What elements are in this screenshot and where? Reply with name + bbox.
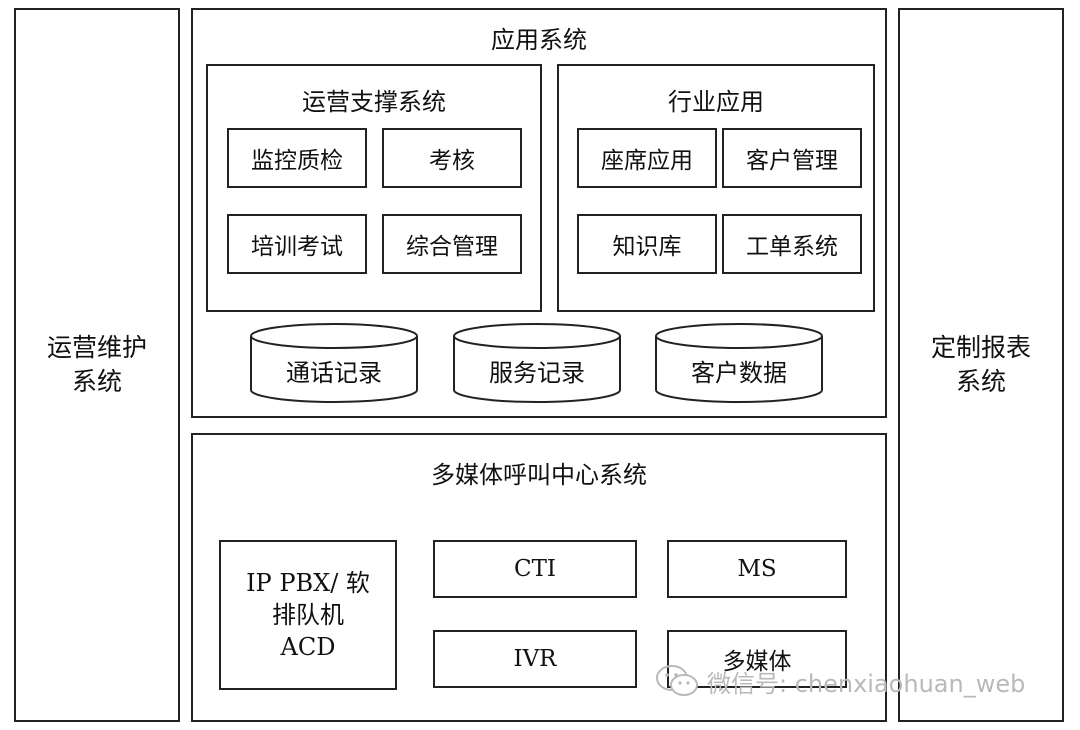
service-records-database: 服务记录 bbox=[452, 322, 622, 404]
service-records-cylinder-icon bbox=[453, 323, 621, 403]
agent-application-box: 座席应用 bbox=[577, 128, 717, 188]
ip-pbx-line3: ACD bbox=[280, 633, 336, 661]
multimedia-call-center-system: 多媒体呼叫中心系统 IP PBX/ 软 排队机 ACD CTI MS IVR 多… bbox=[191, 433, 887, 722]
ms-box: MS bbox=[667, 540, 847, 598]
monitoring-qa-box: 监控质检 bbox=[227, 128, 367, 188]
operation-maintenance-label: 运营维护 系统 bbox=[47, 331, 147, 399]
customer-data-label: 客户数据 bbox=[691, 358, 787, 387]
wechat-icon bbox=[656, 665, 698, 696]
service-records-label: 服务记录 bbox=[489, 358, 585, 387]
multimedia-box: 多媒体 bbox=[667, 630, 847, 688]
custom-report-line1: 定制报表 bbox=[930, 333, 1031, 362]
ivr-box: IVR bbox=[433, 630, 637, 688]
custom-report-system: 定制报表 系统 bbox=[898, 8, 1064, 722]
custom-report-label: 定制报表 系统 bbox=[931, 331, 1031, 399]
industry-applications-title: 行业应用 bbox=[668, 88, 764, 116]
knowledge-base-box: 知识库 bbox=[577, 214, 717, 274]
call-records-cylinder-icon bbox=[250, 323, 418, 403]
industry-applications: 行业应用 座席应用 客户管理 知识库 工单系统 bbox=[557, 64, 875, 312]
custom-report-line2: 系统 bbox=[955, 367, 1006, 396]
ip-pbx-line1: IP PBX/ 软 bbox=[246, 569, 370, 597]
call-center-title: 多媒体呼叫中心系统 bbox=[431, 461, 647, 489]
customer-data-cylinder-icon bbox=[655, 323, 823, 403]
training-exam-box: 培训考试 bbox=[227, 214, 367, 274]
ip-pbx-line2: 排队机 bbox=[272, 601, 344, 629]
operation-maintenance-line1: 运营维护 bbox=[46, 333, 147, 362]
watermark-text: 微信号: chenxiaohuan_web bbox=[707, 669, 1026, 698]
wechat-watermark: 微信号: chenxiaohuan_web bbox=[655, 664, 1025, 698]
operation-maintenance-line2: 系统 bbox=[71, 367, 122, 396]
customer-data-database: 客户数据 bbox=[654, 322, 824, 404]
assessment-box: 考核 bbox=[382, 128, 522, 188]
application-system: 应用系统 运营支撑系统 监控质检 考核 培训考试 综合管理 行业应用 座席应用 … bbox=[191, 8, 887, 418]
operations-support-system: 运营支撑系统 监控质检 考核 培训考试 综合管理 bbox=[206, 64, 542, 312]
application-system-title: 应用系统 bbox=[491, 26, 587, 54]
call-records-database: 通话记录 bbox=[249, 322, 419, 404]
general-management-box: 综合管理 bbox=[382, 214, 522, 274]
call-records-label: 通话记录 bbox=[286, 358, 382, 387]
customer-management-box: 客户管理 bbox=[722, 128, 862, 188]
cti-box: CTI bbox=[433, 540, 637, 598]
ip-pbx-acd-box: IP PBX/ 软 排队机 ACD bbox=[219, 540, 397, 690]
operation-maintenance-system: 运营维护 系统 bbox=[14, 8, 180, 722]
operations-support-title: 运营支撑系统 bbox=[302, 88, 446, 116]
ticket-system-box: 工单系统 bbox=[722, 214, 862, 274]
